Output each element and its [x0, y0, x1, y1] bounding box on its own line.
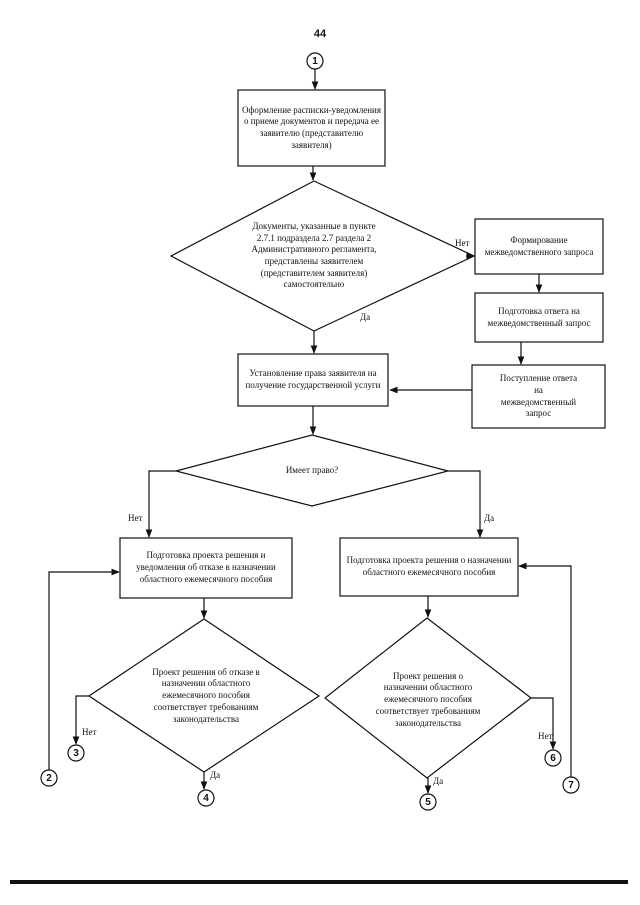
connector-6-circle [544, 749, 562, 767]
box-request-text: Формирование межведомственного запроса [484, 234, 594, 257]
box-prepare-answer [474, 292, 604, 343]
box-draft-refusal [119, 537, 293, 599]
label-yes-refusal: Да [210, 770, 221, 780]
connector-4-circle [197, 789, 215, 807]
box-establish-right-text: Установление права заявителя на получени… [245, 368, 381, 390]
label-no-grant: Нет [538, 731, 553, 741]
decision-grant-text: Проект решения о назначении областного е… [375, 670, 481, 728]
decision-documents-text: Документы, указанные в пункте 2.7.1 подр… [251, 220, 377, 290]
box-draft-grant [339, 537, 519, 597]
connector-4: 4 [203, 792, 209, 804]
box-draft-refusal-text: Подготовка проекта решения и уведомления… [136, 550, 276, 584]
diamond-has-right [173, 434, 451, 507]
label-yes-grant: Да [433, 776, 444, 786]
connector-2: 2 [46, 772, 52, 784]
box-prepare-answer-text: Подготовка ответа на межведомственный за… [487, 305, 591, 328]
label-no-right: Нет [128, 513, 143, 523]
connector-5-circle [419, 793, 437, 811]
box-receipt [237, 89, 386, 167]
page-number: 44 [313, 28, 327, 40]
connector-6: 6 [550, 752, 556, 764]
label-no-refusal: Нет [82, 727, 97, 737]
connector-3: 3 [73, 747, 79, 759]
connector-1: 1 [312, 55, 318, 67]
decision-refusal-text: Проект решения об отказе в назначении об… [152, 666, 260, 724]
box-receipt-text: Оформление расписки-уведомления о приеме… [242, 104, 381, 150]
box-draft-grant-text: Подготовка проекта решения о назначении … [346, 555, 512, 577]
diamond-grant [324, 617, 532, 779]
connector-7: 7 [568, 779, 574, 791]
box-receive-answer-text: Поступление ответа на межведомственный з… [499, 373, 578, 419]
connector-5: 5 [425, 796, 431, 808]
connector-3-circle [67, 744, 85, 762]
label-no-documents: Нет [455, 238, 470, 248]
footer-rule [10, 880, 628, 884]
box-receive-answer [471, 364, 606, 429]
label-yes-right: Да [484, 513, 495, 523]
label-yes-documents: Да [360, 312, 371, 322]
decision-has-right-text: Имеет право? [285, 465, 339, 476]
